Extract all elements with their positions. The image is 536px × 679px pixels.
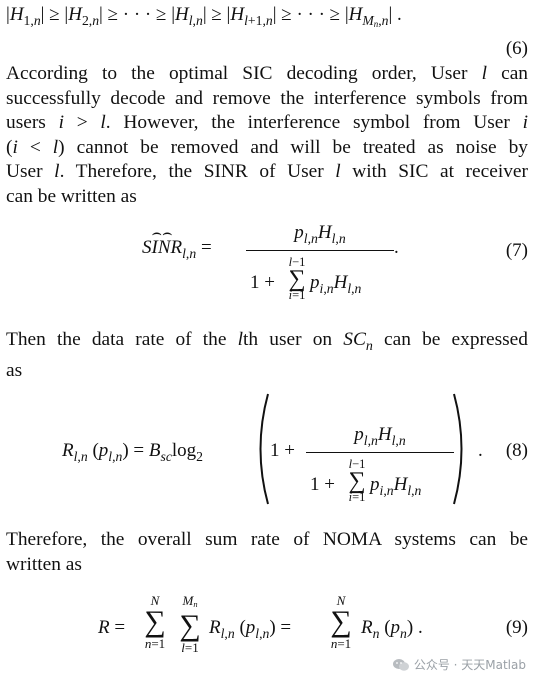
text-line: as	[6, 360, 23, 382]
paragraph-sum-rate: Therefore, the overall sum rate of NOMA …	[6, 528, 528, 577]
left-paren	[259, 393, 269, 505]
paragraph-sic-order: According to the optimal SIC decoding or…	[6, 62, 528, 210]
text-line: Therefore, the overall sum rate of NOMA …	[6, 529, 528, 550]
text-line: User l. Therefore, the SINR of User l wi…	[6, 161, 528, 183]
paragraph-data-rate: Then the data rate of the lth user on SC…	[6, 328, 528, 384]
right-paren	[453, 393, 463, 505]
equation-8-number: (8)	[505, 440, 528, 461]
text-line: users i > l. However, the interference s…	[6, 112, 528, 134]
text-line: can be written as	[6, 185, 137, 207]
equation-9-number: (9)	[505, 617, 528, 638]
equation-6-number: (6)	[505, 38, 528, 59]
text-line: (i < l) cannot be removed and will be tr…	[6, 136, 528, 158]
watermark-text: 公众号 · 天天Matlab	[413, 658, 526, 672]
text-line: Then the data rate of the lth user on SC…	[6, 329, 528, 354]
equation-7-number: (7)	[505, 240, 528, 261]
text-line: According to the optimal SIC decoding or…	[6, 63, 529, 84]
text-line: written as	[6, 553, 82, 575]
equation-6: |H1,n| ≥ |H2,n| ≥ · · · ≥ |Hl,n| ≥ |Hl+1…	[6, 4, 402, 29]
watermark: 公众号 · 天天Matlab	[392, 656, 526, 673]
text-line: successfully decode and remove the inter…	[6, 87, 528, 109]
wechat-icon	[392, 658, 409, 671]
